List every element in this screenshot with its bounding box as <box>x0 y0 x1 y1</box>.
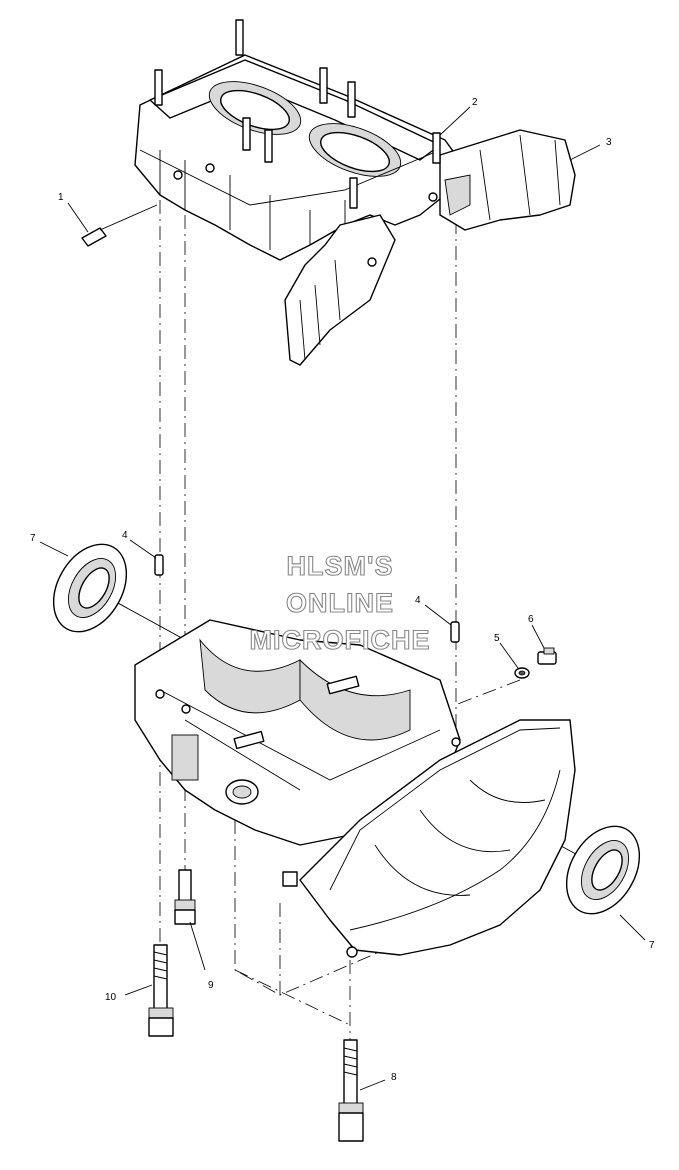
watermark-line-3: MICROFICHE <box>250 625 431 655</box>
callout-4-left: 4 <box>122 530 128 541</box>
callout-7-left: 7 <box>30 533 36 544</box>
callout-4-right: 4 <box>415 595 421 606</box>
upper-crankcase <box>134 19 576 366</box>
watermark-line-2: ONLINE <box>286 588 394 618</box>
callout-1: 1 <box>58 192 64 203</box>
callout-2: 2 <box>472 97 478 108</box>
part-7-crankshaft-seal-left <box>52 543 128 633</box>
cylinder-studs <box>154 19 441 209</box>
watermark: HLSM'S ONLINE MICROFICHE <box>249 550 431 655</box>
callout-7-right: 7 <box>649 940 655 951</box>
part-4-dowel-pins <box>154 554 460 643</box>
callout-5: 5 <box>494 633 500 644</box>
callout-8: 8 <box>391 1072 397 1083</box>
part-8-bolt <box>338 1039 364 1142</box>
callout-10: 10 <box>105 992 117 1003</box>
callout-9: 9 <box>208 980 214 991</box>
lower-crankcase <box>134 619 576 958</box>
leader-lines <box>39 106 646 1091</box>
part-10-bolt <box>148 944 174 1037</box>
part-7-crankshaft-seal-right <box>565 825 641 915</box>
callout-numbers: 1 2 3 4 4 5 6 7 7 8 9 10 <box>30 97 655 1083</box>
callout-6: 6 <box>528 614 534 625</box>
callout-3: 3 <box>606 137 612 148</box>
watermark-line-1: HLSM'S <box>287 551 394 581</box>
part-6-drain-plug <box>537 647 557 665</box>
part-9-bolt <box>174 869 196 925</box>
part-1-dowel <box>81 204 158 247</box>
part-5-washer <box>514 667 530 679</box>
